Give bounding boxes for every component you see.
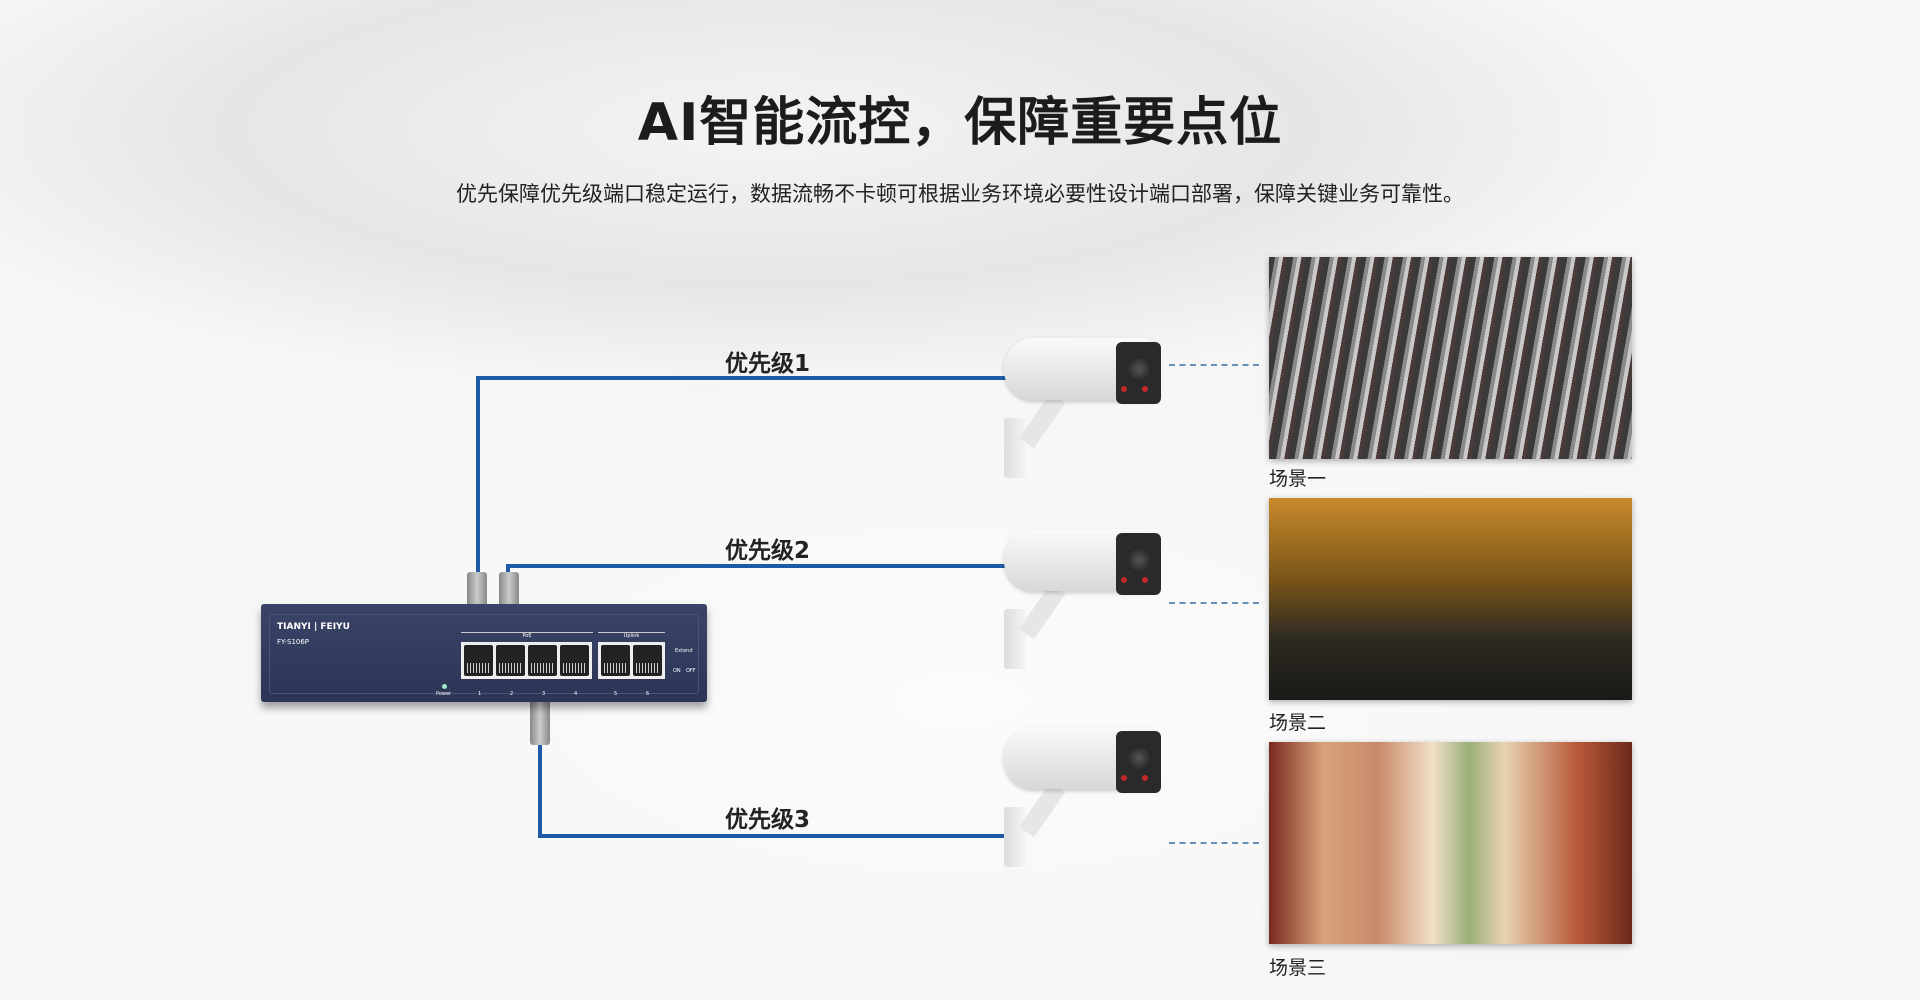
priority-2-line-h (506, 564, 1006, 568)
extend-on-label: ON (673, 668, 681, 674)
extend-label: Extend (675, 648, 693, 654)
connector-dash-1 (1169, 364, 1259, 366)
connector-dash-2 (1169, 602, 1259, 604)
poe-group-label: PoE (461, 632, 593, 639)
scene-2-image-park-people (1269, 498, 1632, 700)
scene-3-image-corridor (1269, 742, 1632, 944)
camera-3 (1004, 727, 1161, 867)
priority-2-label: 优先级2 (725, 538, 811, 564)
uplink-ports (598, 642, 665, 679)
poe-ports (461, 642, 592, 679)
page-title: AI智能流控，保障重要点位 (637, 93, 1283, 153)
poe-switch: TIANYI | FEIYU FY-S106P PoE Uplink Power… (261, 604, 707, 702)
port-number: 6 (646, 691, 650, 697)
connector-dash-3 (1169, 842, 1259, 844)
scene-2-label: 场景二 (1269, 712, 1327, 734)
priority-2-line-v (506, 564, 510, 579)
page-subtitle: 优先保障优先级端口稳定运行，数据流畅不卡顿可根据业务环境必要性设计端口部署，保障… (456, 182, 1464, 206)
scene-3-label: 场景三 (1269, 957, 1327, 979)
port-number: 3 (542, 691, 546, 697)
switch-brand-logo: TIANYI | FEIYU (277, 622, 350, 632)
camera-2 (1004, 529, 1161, 669)
extend-off-label: OFF (686, 668, 696, 674)
priority-1-line-v (476, 376, 480, 576)
switch-model: FY-S106P (277, 638, 310, 646)
power-label: Power (436, 691, 452, 697)
camera-1 (1004, 338, 1161, 478)
priority-1-label: 优先级1 (725, 351, 811, 377)
priority-1-line-h (476, 376, 1006, 380)
port-number: 4 (574, 691, 578, 697)
port-number: 1 (478, 691, 482, 697)
power-led (442, 684, 447, 689)
scene-1-label: 场景一 (1269, 468, 1327, 490)
port-number: 2 (510, 691, 514, 697)
priority-3-line-h (538, 834, 1006, 838)
scene-1-image-crowd-crosswalk (1269, 257, 1632, 459)
priority-3-label: 优先级3 (725, 807, 811, 833)
uplink-group-label: Uplink (598, 632, 665, 639)
port-number: 5 (614, 691, 618, 697)
ethernet-plug-3 (530, 695, 550, 745)
priority-3-line-v (538, 745, 542, 838)
